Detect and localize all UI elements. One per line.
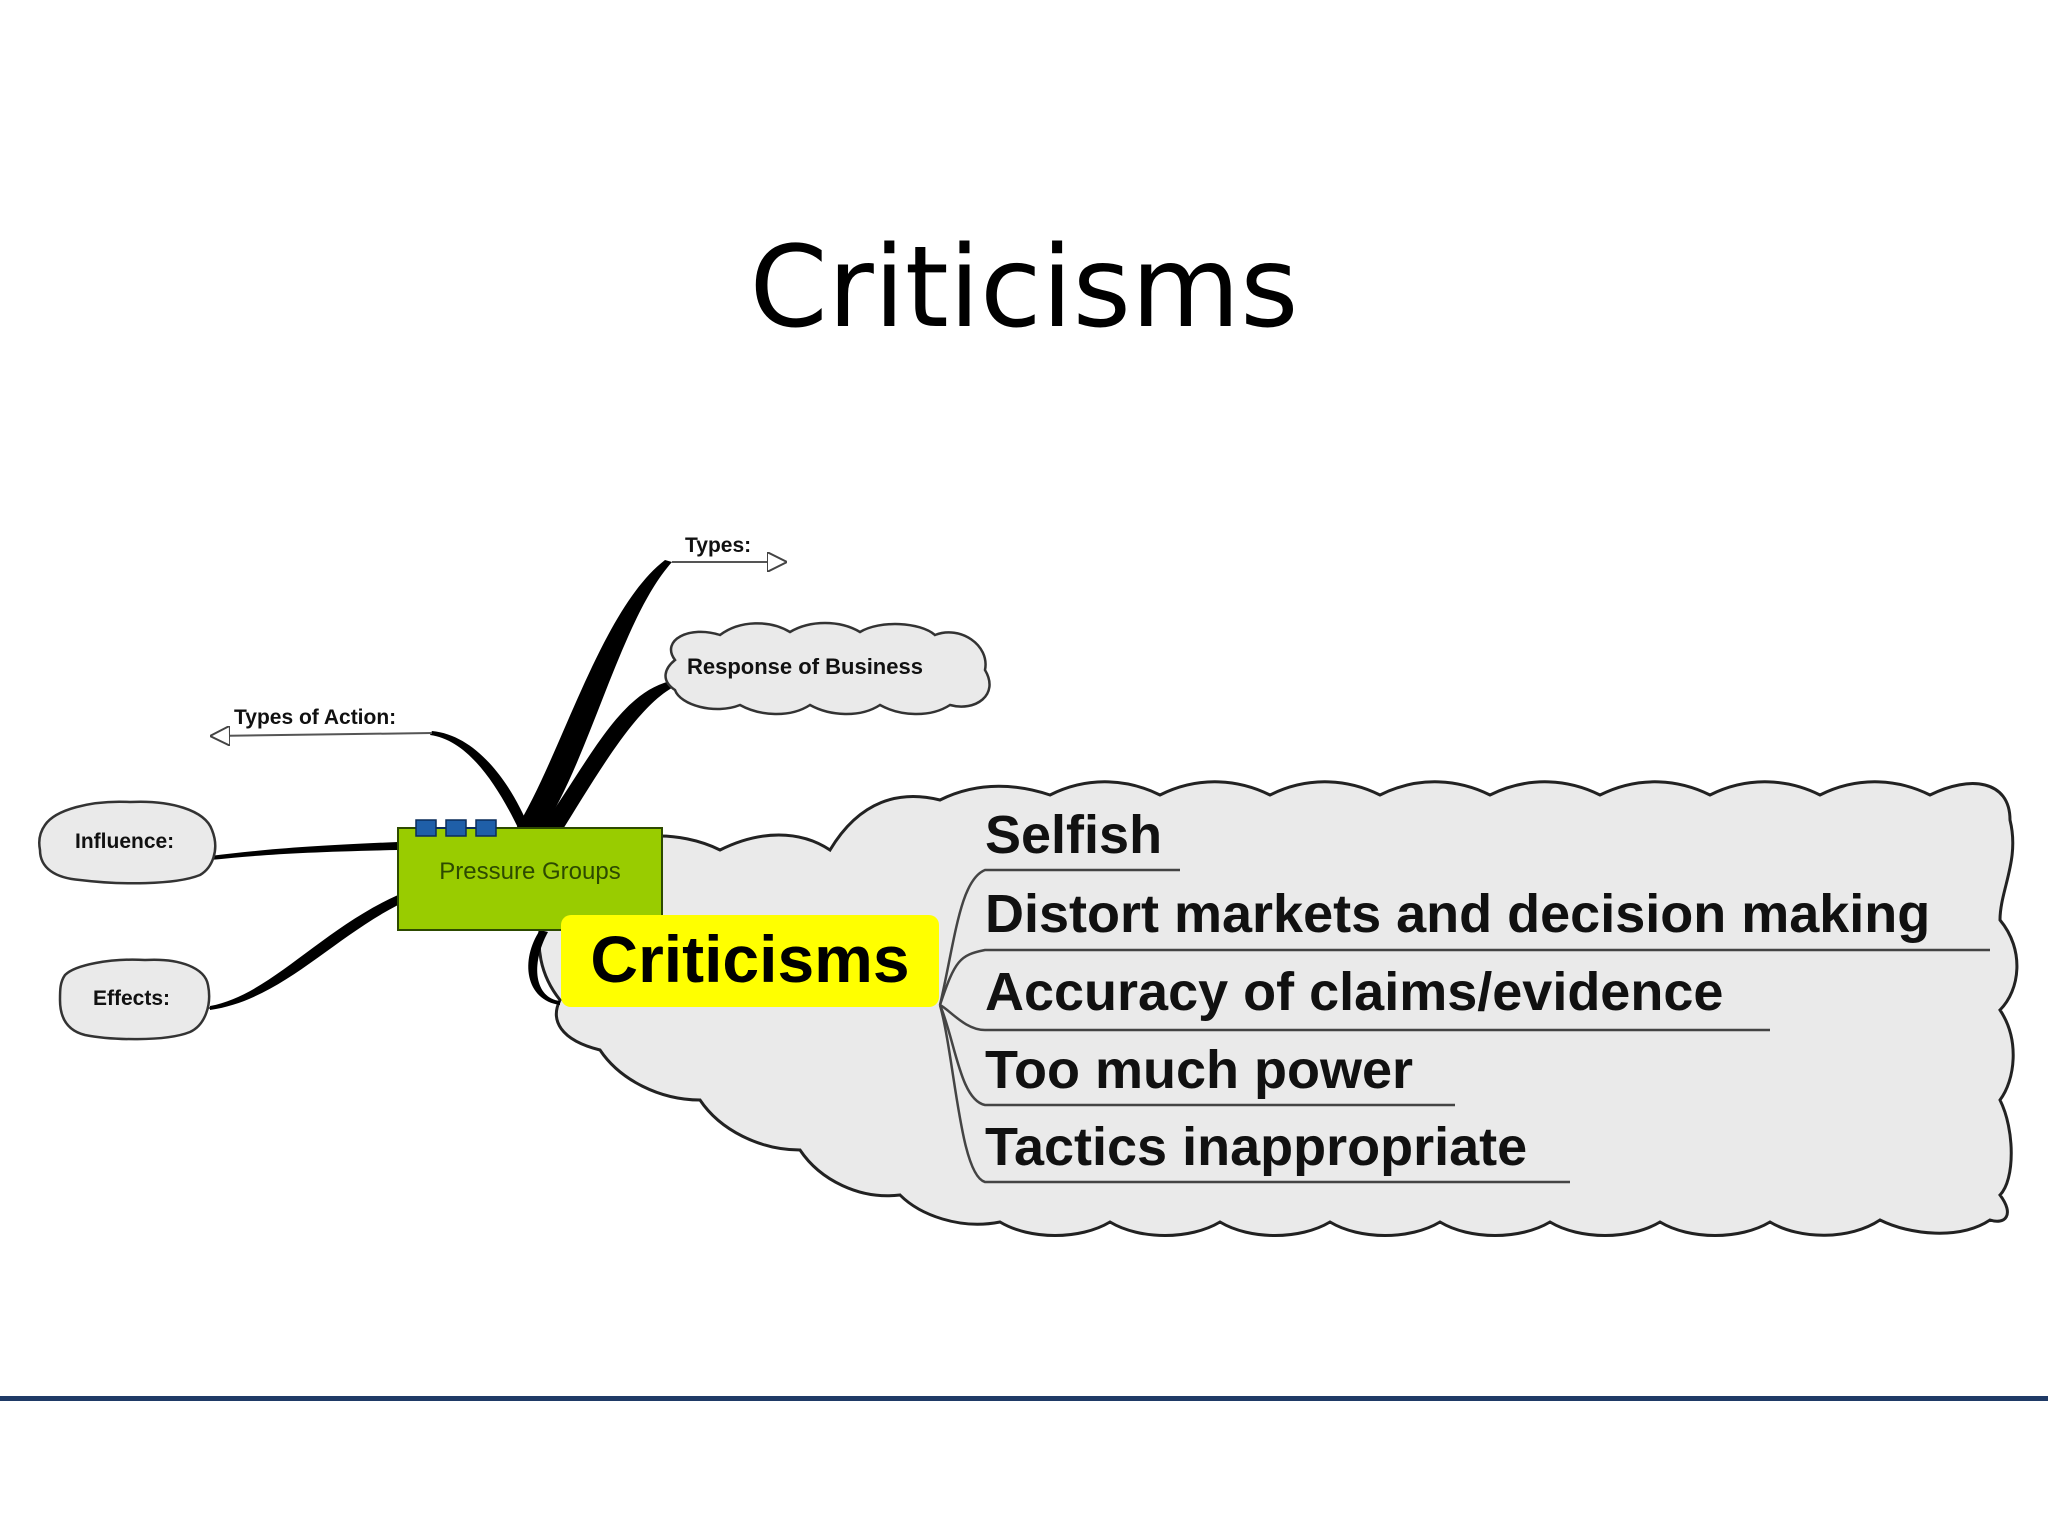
criticisms-cloud — [537, 780, 2019, 1237]
criticism-item: Selfish — [985, 805, 1162, 865]
node-marker — [445, 819, 467, 837]
influence-cloud — [37, 800, 217, 885]
types-of-action-branch-label[interactable]: Types of Action: — [234, 706, 396, 729]
criticism-item: Tactics inappropriate — [985, 1117, 1527, 1177]
criticisms-branch-label[interactable]: Criticisms — [590, 922, 909, 996]
criticism-item: Accuracy of claims/evidence — [985, 962, 1723, 1022]
node-marker — [415, 819, 437, 837]
criticism-item: Distort markets and decision making — [985, 884, 1930, 944]
slide-title: Criticisms — [749, 223, 1299, 353]
central-topic-label: Pressure Groups — [439, 858, 620, 885]
effects-cloud — [58, 958, 211, 1041]
criticisms-highlight — [561, 915, 939, 1007]
response-cloud — [664, 621, 991, 716]
branch-connectors — [210, 560, 680, 1010]
influence-branch-label[interactable]: Influence: — [75, 830, 174, 853]
criticisms-connectors — [938, 868, 1990, 1184]
criticism-item: Too much power — [985, 1040, 1413, 1100]
response-branch-label[interactable]: Response of Business — [687, 654, 923, 679]
node-marker — [475, 819, 497, 837]
footer-rule — [0, 1396, 2048, 1401]
central-topic[interactable]: Pressure Groups — [397, 819, 663, 931]
effects-branch-label[interactable]: Effects: — [93, 987, 170, 1010]
types-branch-label[interactable]: Types: — [685, 534, 751, 557]
